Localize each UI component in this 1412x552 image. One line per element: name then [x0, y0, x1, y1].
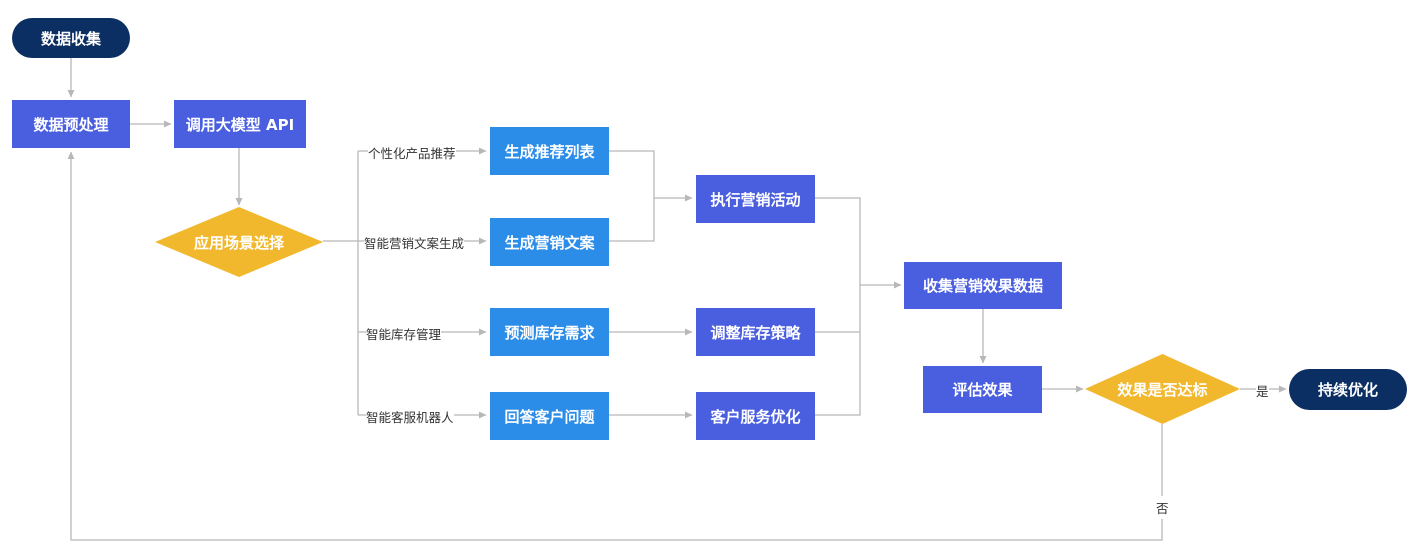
edge-right-merge: [815, 197, 861, 416]
collect-effect-data-node[interactable]: 收集营销效果数据: [904, 262, 1062, 309]
edge-label-smart-copy: 智能营销文案生成: [364, 233, 465, 252]
call-model-api-node[interactable]: 调用大模型 API: [174, 100, 306, 148]
adjust-inventory-node[interactable]: 调整库存策略: [696, 308, 815, 356]
generate-marketing-copy-node[interactable]: 生成营销文案: [490, 218, 609, 266]
edge-label-smart-inventory: 智能库存管理: [366, 324, 442, 343]
preprocess-node[interactable]: 数据预处理: [12, 100, 130, 148]
meets-target-label: 效果是否达标: [1117, 380, 1208, 399]
continuous-optimize-node[interactable]: 持续优化: [1289, 369, 1407, 410]
scenario-select-label: 应用场景选择: [193, 233, 284, 252]
evaluate-node[interactable]: 评估效果: [923, 366, 1042, 413]
edge-label-yes: 是: [1256, 381, 1269, 400]
scenario-select-decision[interactable]: 应用场景选择: [155, 207, 323, 277]
diamond-shape: [155, 207, 323, 277]
diamond-shape: [1085, 354, 1240, 424]
meets-target-decision[interactable]: 效果是否达标: [1085, 354, 1240, 424]
answer-questions-node[interactable]: 回答客户问题: [490, 392, 609, 440]
edge-label-no: 否: [1155, 496, 1170, 519]
predict-inventory-node[interactable]: 预测库存需求: [490, 308, 609, 356]
collect-data-node[interactable]: 数据收集: [12, 18, 130, 58]
edge-decision-no: [67, 151, 1163, 541]
edge-label-personalized: 个性化产品推荐: [368, 143, 456, 162]
edge-recommend-merge: [609, 150, 655, 242]
execute-marketing-node[interactable]: 执行营销活动: [696, 175, 815, 223]
optimize-service-node[interactable]: 客户服务优化: [696, 392, 815, 440]
generate-recommend-list-node[interactable]: 生成推荐列表: [490, 127, 609, 175]
edge-label-smart-service: 智能客服机器人: [366, 407, 454, 426]
